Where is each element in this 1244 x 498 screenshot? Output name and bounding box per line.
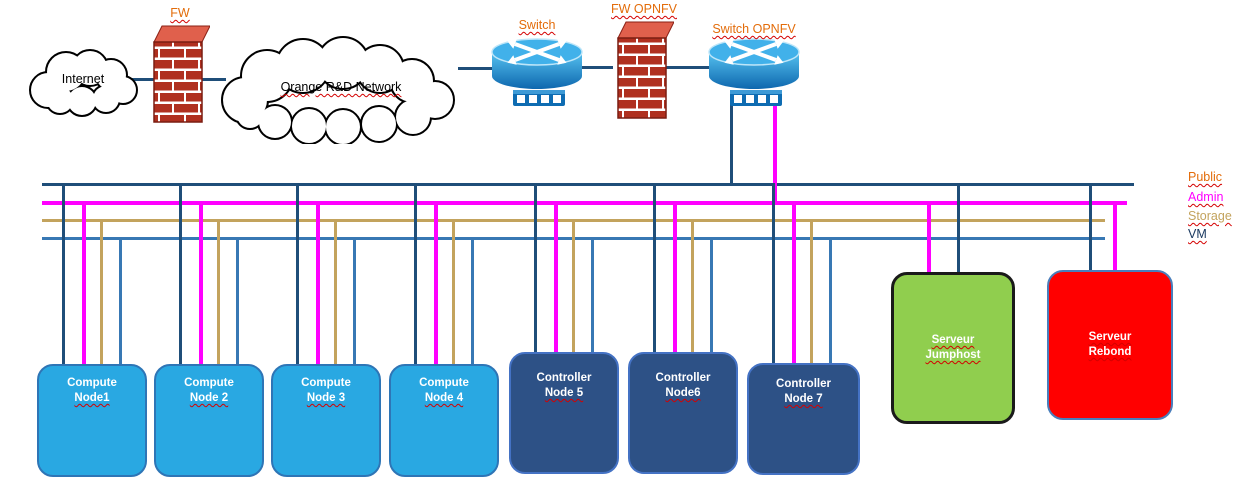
node3-storage-wire (334, 219, 337, 364)
node4-admin-wire (434, 201, 438, 364)
node-label-line2: Node6 (665, 387, 701, 399)
internet-label: Internet (61, 72, 105, 86)
node-label-line1: Serveur (1088, 331, 1132, 343)
node1-admin-wire (82, 201, 86, 364)
node6-storage-wire (691, 219, 694, 352)
node-label-line2: Rebond (1088, 346, 1132, 358)
link-fw-to-orange-network (200, 78, 226, 81)
firewall-icon (153, 25, 210, 123)
node-label-line1: Compute (301, 377, 351, 389)
firewall-top-face (153, 25, 210, 43)
compute-node1: Compute Node1 (37, 364, 147, 477)
node-label-line2: Node 3 (306, 392, 346, 404)
switch-opnfv-public-downlink (730, 100, 733, 183)
node-label-line1: Compute (67, 377, 117, 389)
switch-ports (513, 90, 565, 106)
rebond-public-wire (1089, 183, 1092, 270)
firewall-opnfv-icon (617, 21, 674, 119)
node1-public-wire (62, 183, 65, 364)
node-label-line2: Node 4 (424, 392, 464, 404)
switch-arrows-icon (507, 39, 567, 65)
node-label-line2: Jumphost (925, 349, 981, 361)
fw-opnfv-label: FW OPNFV (611, 2, 677, 16)
switch-label: Switch (518, 18, 556, 32)
legend-storage-label: Storage (1188, 209, 1232, 223)
node3-admin-wire (316, 201, 320, 364)
node-label-line1: Controller (536, 372, 592, 384)
orange-network-cloud-icon (221, 36, 455, 144)
node-label-line2: Node1 (74, 392, 110, 404)
jumphost-admin-wire (927, 201, 931, 272)
node-label-line2: Node 5 (544, 387, 584, 399)
switch-opnfv-label: Switch OPNFV (712, 22, 796, 36)
link-switch-to-fw-opnfv (577, 66, 613, 69)
legend-storage: Storage (1188, 209, 1232, 223)
node2-storage-wire (217, 219, 220, 364)
node4-public-wire (414, 183, 417, 364)
orange-network-label: Orange R&D Network (280, 80, 402, 94)
serveur-rebond: Serveur Rebond (1047, 270, 1173, 420)
fw-label: FW (170, 6, 190, 20)
node-label-line1: Controller (776, 378, 831, 390)
node3-vm-wire (353, 237, 356, 364)
firewall-bricks (153, 41, 203, 123)
node7-public-wire (772, 183, 775, 363)
internet-cloud-icon (29, 49, 138, 117)
legend-public: Public (1188, 170, 1222, 184)
switch-opnfv-admin-downlink (773, 100, 777, 201)
legend-admin: Admin (1188, 190, 1223, 204)
controller-node7: Controller Node 7 (747, 363, 860, 475)
node2-vm-wire (236, 237, 239, 364)
node-label-line1: Controller (655, 372, 711, 384)
compute-node3: Compute Node 3 (271, 364, 381, 477)
switch-icon (491, 38, 583, 106)
node2-admin-wire (199, 201, 203, 364)
rebond-admin-wire (1113, 201, 1117, 270)
node7-storage-wire (810, 219, 813, 363)
node3-public-wire (296, 183, 299, 364)
node-label-line1: Compute (419, 377, 469, 389)
node5-public-wire (534, 183, 537, 352)
switch-ports (730, 90, 782, 106)
node-label-line1: Serveur (931, 334, 975, 346)
legend-vm: VM (1188, 227, 1207, 241)
legend-vm-label: VM (1188, 227, 1207, 241)
node6-vm-wire (710, 237, 713, 352)
link-orange-network-to-switch (458, 67, 492, 70)
node7-vm-wire (829, 237, 832, 363)
node4-storage-wire (452, 219, 455, 364)
controller-node5: Controller Node 5 (509, 352, 619, 474)
compute-node2: Compute Node 2 (154, 364, 264, 477)
node7-admin-wire (792, 201, 796, 363)
switch-arrows-icon (724, 39, 784, 65)
link-fw-opnfv-to-switch-opnfv (663, 66, 709, 69)
public-network-bus (42, 183, 1134, 186)
legend-admin-label: Admin (1188, 190, 1224, 204)
firewall-bricks (617, 37, 667, 119)
node4-vm-wire (471, 237, 474, 364)
node1-storage-wire (100, 219, 103, 364)
node6-public-wire (653, 183, 656, 352)
node-label-line1: Compute (184, 377, 234, 389)
node2-public-wire (179, 183, 182, 364)
admin-network-bus (42, 201, 1127, 205)
node5-storage-wire (572, 219, 575, 352)
node5-admin-wire (554, 201, 558, 352)
node6-admin-wire (673, 201, 677, 352)
node5-vm-wire (591, 237, 594, 352)
compute-node4: Compute Node 4 (389, 364, 499, 477)
controller-node6: Controller Node6 (628, 352, 738, 474)
link-internet-to-fw (130, 78, 154, 81)
node1-vm-wire (119, 237, 122, 364)
firewall-top-face (617, 21, 674, 39)
serveur-jumphost: Serveur Jumphost (891, 272, 1015, 424)
legend-public-label: Public (1188, 170, 1223, 184)
node-label-line2: Node 7 (784, 393, 823, 405)
jumphost-public-wire (957, 183, 960, 272)
node-label-line2: Node 2 (189, 392, 229, 404)
switch-opnfv-icon (708, 38, 800, 106)
